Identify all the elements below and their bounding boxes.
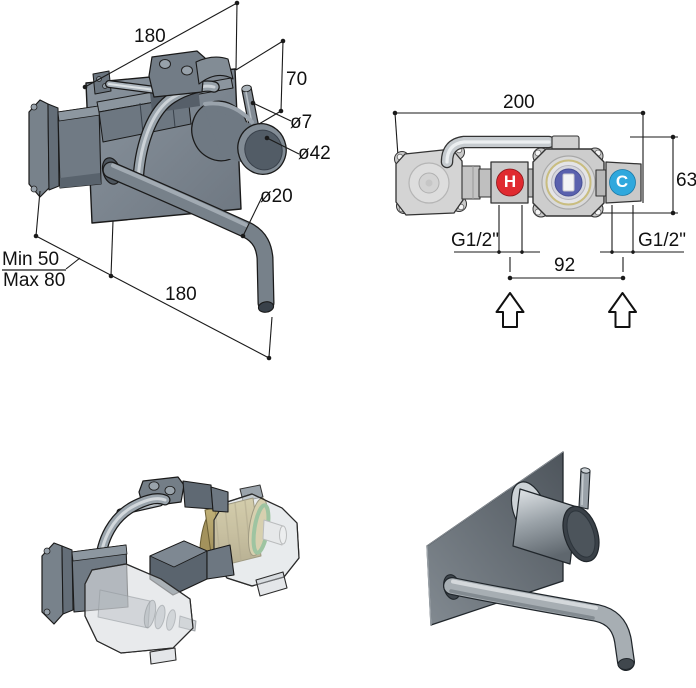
dim-spout-length-label: 180 <box>165 284 197 305</box>
hot-port-label: H <box>503 172 517 192</box>
inlet-arrows <box>495 292 637 328</box>
dim-inlet-spacing-label: 92 <box>554 255 576 276</box>
spout-elbow-flange <box>394 144 481 216</box>
cold-indicator <box>609 169 636 196</box>
dim-depth-max-label: Max 80 <box>3 270 66 291</box>
cold-inlet-arrow-icon <box>608 292 637 328</box>
dim-thread-left-label: G1/2" <box>451 230 499 251</box>
render-spout <box>443 574 635 671</box>
ghost-curved-pipe <box>94 493 171 572</box>
dim-pin-dia-label: ø7 <box>290 112 313 133</box>
cold-port <box>595 161 642 204</box>
render-handle <box>510 467 600 565</box>
mixer-body-front <box>532 135 605 218</box>
thread-dimension-lines <box>454 205 684 281</box>
ghost-internal-view <box>41 476 300 665</box>
ghost-mixer-block <box>149 540 235 596</box>
front-dimension-lines <box>392 110 678 216</box>
front-rough-in-view <box>392 110 684 328</box>
spout <box>101 157 275 313</box>
dim-front-width-label: 200 <box>503 92 535 113</box>
render-handle-pin <box>578 467 591 510</box>
cold-port-label: C <box>615 172 629 192</box>
mounting-bracket <box>148 50 234 98</box>
dim-thread-right-label: G1/2" <box>638 230 686 251</box>
hot-inlet-arrow-icon <box>495 292 525 328</box>
wall-flange <box>28 99 60 198</box>
dim-front-height-label: 63 <box>676 170 696 191</box>
iso-dimension-lines <box>2 0 300 361</box>
front-supply-pipe <box>440 135 556 169</box>
dim-depth-min-label: Min 50 <box>2 249 60 270</box>
mixer-handle <box>191 100 287 175</box>
iso-dimension-view <box>2 0 300 361</box>
ghost-valve-internals <box>97 589 197 632</box>
dim-spout-dia-label: ø20 <box>260 186 293 207</box>
product-render-view <box>426 451 635 671</box>
dim-handle-dia-label: ø42 <box>298 143 331 164</box>
hot-indicator <box>496 168 524 197</box>
dim-width-top-label: 180 <box>134 26 166 47</box>
dim-height-label: 70 <box>286 69 308 90</box>
ghost-wall-flange <box>41 542 129 625</box>
spout-socket-housing <box>84 563 197 665</box>
